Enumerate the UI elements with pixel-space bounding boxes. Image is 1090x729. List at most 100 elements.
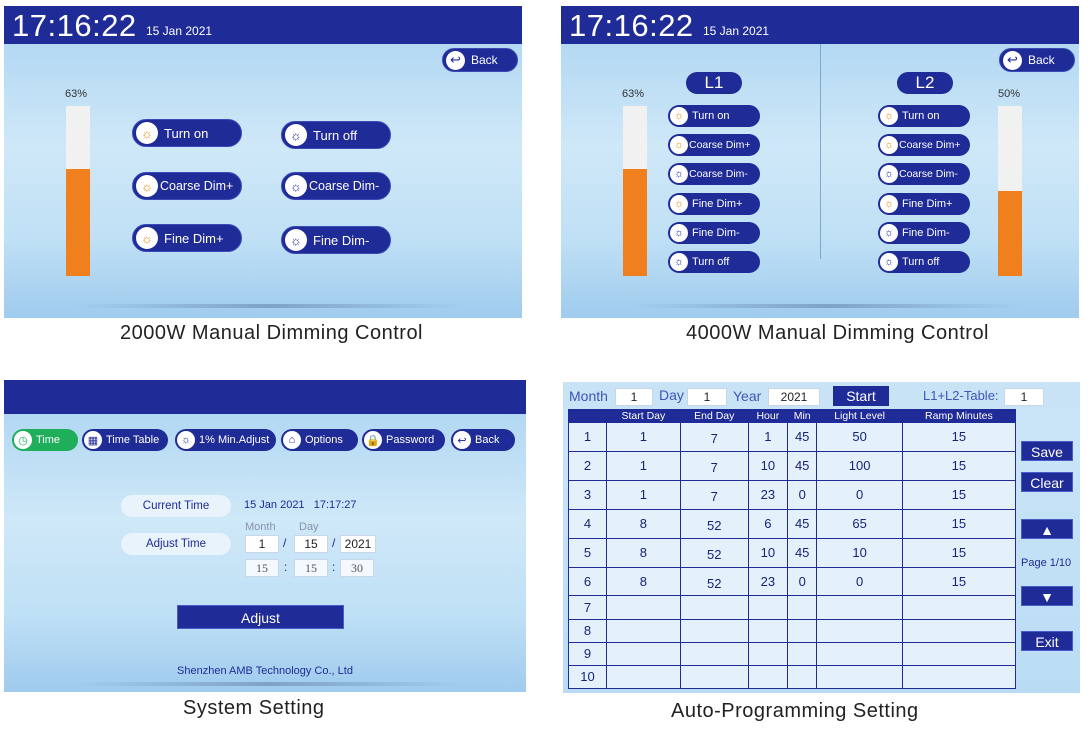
- table-cell[interactable]: 100: [816, 450, 903, 481]
- table-cell[interactable]: 7: [679, 479, 749, 510]
- l2-fine-dim-minus-button[interactable]: ☼Fine Dim-: [878, 222, 970, 244]
- l1-fine-dim-minus-button[interactable]: ☼Fine Dim-: [668, 222, 760, 244]
- l2-coarse-dim-minus-button[interactable]: ☼Coarse Dim-: [878, 163, 970, 185]
- table-cell[interactable]: 1: [606, 422, 681, 452]
- l2-turn-on-button[interactable]: ☼Turn on: [878, 105, 970, 127]
- table-cell[interactable]: 10: [747, 450, 788, 481]
- back-button[interactable]: ↩ Back: [442, 48, 518, 72]
- clear-button[interactable]: Clear: [1021, 472, 1073, 492]
- l1-turn-on-button[interactable]: ☼Turn on: [668, 105, 760, 127]
- page-down-button[interactable]: ▼: [1021, 586, 1073, 606]
- table-cell[interactable]: [606, 664, 681, 690]
- second-field[interactable]: 30: [340, 559, 374, 577]
- table-cell[interactable]: 52: [679, 508, 749, 539]
- l2-turn-off-button[interactable]: ☼Turn off: [878, 251, 970, 273]
- l2-fine-dim-plus-button[interactable]: ☼Fine Dim+: [878, 193, 970, 215]
- table-cell[interactable]: [747, 595, 788, 620]
- table-cell[interactable]: 1: [606, 479, 681, 510]
- l1-coarse-dim-plus-button[interactable]: ☼Coarse Dim+: [668, 134, 760, 156]
- table-cell[interactable]: 65: [816, 508, 903, 539]
- table-cell[interactable]: 1: [747, 422, 788, 452]
- table-cell[interactable]: [901, 664, 1017, 690]
- table-cell[interactable]: 0: [786, 566, 818, 597]
- tab-options[interactable]: ⌂Options: [281, 429, 358, 451]
- table-cell[interactable]: 0: [816, 479, 903, 510]
- table-cell[interactable]: 0: [786, 479, 818, 510]
- table-cell[interactable]: [816, 618, 903, 643]
- table-cell[interactable]: 6: [747, 508, 788, 539]
- table-cell[interactable]: [606, 595, 681, 620]
- table-cell[interactable]: 1: [606, 450, 681, 481]
- table-cell[interactable]: [606, 618, 681, 643]
- table-cell[interactable]: 10: [816, 537, 903, 568]
- table-cell[interactable]: [901, 595, 1017, 620]
- table-cell[interactable]: [679, 618, 749, 643]
- table-cell[interactable]: [679, 641, 749, 666]
- table-cell[interactable]: 15: [901, 479, 1017, 510]
- table-cell[interactable]: 7: [679, 450, 749, 481]
- table-cell[interactable]: 23: [747, 479, 788, 510]
- table-cell[interactable]: 15: [901, 508, 1017, 539]
- fine-dim-minus-button[interactable]: ☼Fine Dim-: [281, 226, 391, 254]
- exit-button[interactable]: Exit: [1021, 631, 1073, 651]
- table-cell[interactable]: 10: [747, 537, 788, 568]
- table-cell[interactable]: [747, 641, 788, 666]
- table-cell[interactable]: [816, 664, 903, 690]
- page-up-button[interactable]: ▲: [1021, 519, 1073, 539]
- l1-coarse-dim-minus-button[interactable]: ☼Coarse Dim-: [668, 163, 760, 185]
- year-field[interactable]: 2021: [768, 388, 820, 406]
- table-cell[interactable]: 15: [901, 537, 1017, 568]
- tab-min-adjust[interactable]: ☼1% Min.Adjust: [175, 429, 276, 451]
- table-cell[interactable]: 8: [606, 537, 681, 568]
- l1-fine-dim-plus-button[interactable]: ☼Fine Dim+: [668, 193, 760, 215]
- table-cell[interactable]: 45: [786, 537, 818, 568]
- table-cell[interactable]: 15: [901, 450, 1017, 481]
- table-cell[interactable]: 15: [901, 566, 1017, 597]
- table-cell[interactable]: [786, 664, 818, 690]
- table-cell[interactable]: 23: [747, 566, 788, 597]
- table-cell[interactable]: 45: [786, 422, 818, 452]
- back-button[interactable]: ↩ Back: [999, 48, 1075, 72]
- table-cell[interactable]: 52: [679, 566, 749, 597]
- tab-password[interactable]: 🔒Password: [362, 429, 445, 451]
- start-button[interactable]: Start: [833, 386, 889, 406]
- table-cell[interactable]: 8: [606, 508, 681, 539]
- table-cell[interactable]: [786, 618, 818, 643]
- table-cell[interactable]: [786, 595, 818, 620]
- month-field[interactable]: 1: [245, 535, 279, 553]
- table-cell[interactable]: [679, 664, 749, 690]
- table-cell[interactable]: [901, 641, 1017, 666]
- table-cell[interactable]: 0: [816, 566, 903, 597]
- l2-coarse-dim-plus-button[interactable]: ☼Coarse Dim+: [878, 134, 970, 156]
- table-cell[interactable]: [816, 595, 903, 620]
- table-cell[interactable]: [606, 641, 681, 666]
- table-cell[interactable]: 15: [901, 422, 1017, 452]
- table-cell[interactable]: [901, 618, 1017, 643]
- table-cell[interactable]: [816, 641, 903, 666]
- turn-off-button[interactable]: ☼Turn off: [281, 121, 391, 149]
- turn-on-button[interactable]: ☼Turn on: [132, 119, 242, 147]
- table-cell[interactable]: 45: [786, 508, 818, 539]
- table-cell[interactable]: 52: [679, 537, 749, 568]
- table-cell[interactable]: 50: [816, 422, 903, 452]
- table-cell[interactable]: 7: [679, 422, 749, 452]
- table-field[interactable]: 1: [1004, 388, 1044, 406]
- minute-field[interactable]: 15: [294, 559, 328, 577]
- year-field[interactable]: 2021: [340, 535, 376, 553]
- l1-turn-off-button[interactable]: ☼Turn off: [668, 251, 760, 273]
- tab-back[interactable]: ↩Back: [451, 429, 515, 451]
- coarse-dim-minus-button[interactable]: ☼Coarse Dim-: [281, 172, 391, 200]
- hour-field[interactable]: 15: [245, 559, 279, 577]
- table-cell[interactable]: 8: [606, 566, 681, 597]
- table-cell[interactable]: [747, 618, 788, 643]
- day-field[interactable]: 15: [294, 535, 328, 553]
- table-cell[interactable]: [786, 641, 818, 666]
- table-cell[interactable]: [679, 595, 749, 620]
- day-field[interactable]: 1: [687, 388, 727, 406]
- tab-time-table[interactable]: ▦Time Table: [82, 429, 168, 451]
- table-cell[interactable]: 45: [786, 450, 818, 481]
- save-button[interactable]: Save: [1021, 441, 1073, 461]
- adjust-button[interactable]: Adjust: [177, 605, 344, 629]
- tab-time[interactable]: ◷Time: [12, 429, 78, 451]
- month-field[interactable]: 1: [615, 388, 653, 406]
